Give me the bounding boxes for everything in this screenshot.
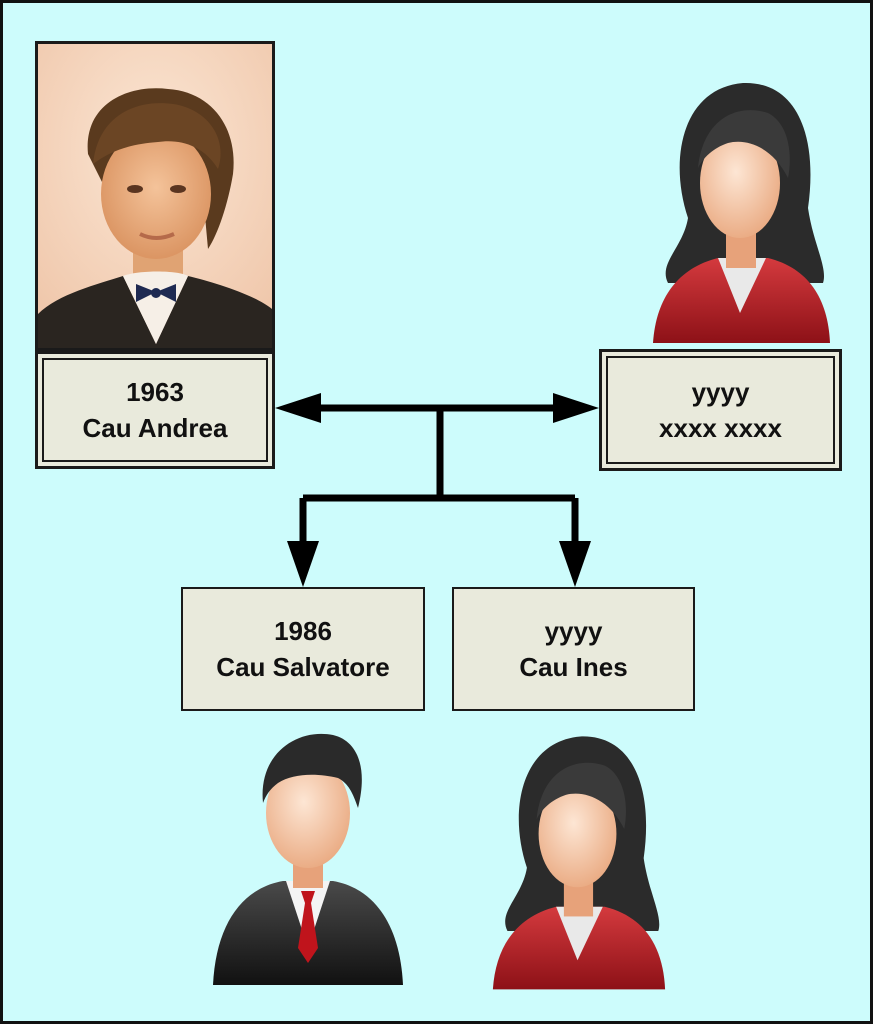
arrow-to-salvatore — [287, 541, 319, 587]
card-name: Cau Salvatore — [216, 652, 390, 682]
family-connectors — [275, 393, 599, 587]
connector-lines — [299, 404, 579, 548]
card-name: xxxx xxxx — [659, 413, 782, 443]
female-avatar-icon — [492, 736, 666, 990]
person-card-andrea[interactable]: 1963 Cau Andrea — [35, 351, 275, 469]
card-name: Cau Andrea — [82, 413, 228, 443]
arrow-to-spouse — [553, 393, 599, 423]
card-year: 1986 — [274, 616, 332, 646]
card-year: yyyy — [544, 616, 603, 646]
male-avatar-icon — [213, 733, 403, 985]
card-year: 1963 — [126, 377, 184, 407]
card-year: yyyy — [691, 377, 750, 407]
andrea-photo — [35, 41, 275, 351]
person-card-spouse[interactable]: yyyy xxxx xxxx — [599, 349, 842, 471]
arrow-to-andrea — [275, 393, 321, 423]
person-card-salvatore[interactable]: 1986 Cau Salvatore — [181, 587, 425, 711]
person-card-ines[interactable]: yyyy Cau Ines — [452, 587, 695, 711]
arrow-to-ines — [559, 541, 591, 587]
female-avatar-icon — [653, 82, 830, 343]
card-name: Cau Ines — [519, 652, 628, 682]
boy-portrait-photo-icon — [38, 44, 272, 348]
